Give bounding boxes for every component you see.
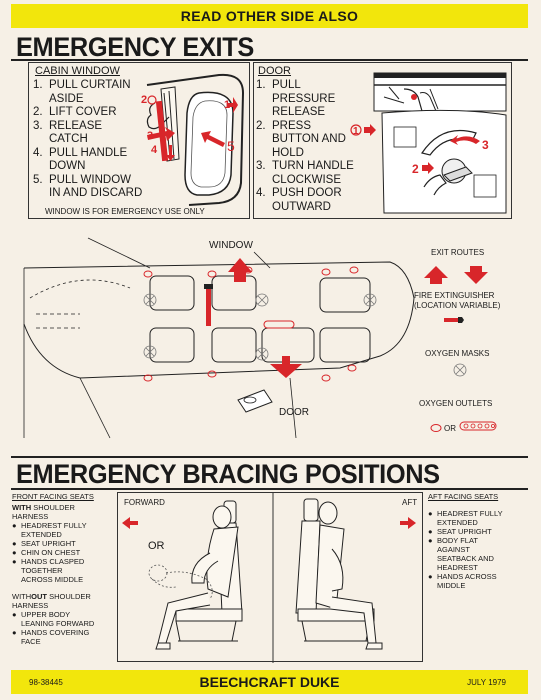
without-harness-label-2: HARNESS — [12, 601, 49, 610]
bullet-item: ●HANDS COVERING — [12, 628, 90, 637]
svg-text:2: 2 — [412, 162, 419, 176]
divider — [11, 59, 528, 61]
door-step-line: PRESSURE — [272, 92, 336, 105]
cabin-window-step-line: DOWN — [49, 160, 86, 172]
banner-text: READ OTHER SIDE ALSO — [180, 8, 359, 24]
window-label: WINDOW — [209, 240, 253, 251]
bracing-illustration: FORWARD OR AFT — [122, 493, 417, 663]
callout-3: 3 — [147, 130, 153, 142]
bullet-item: ●HEADREST FULLY — [12, 521, 87, 530]
cabin-window-step-line: IN AND DISCARD — [49, 187, 143, 199]
or-label: OR — [148, 540, 165, 552]
emergency-exits-heading: EMERGENCY EXITS — [16, 32, 254, 62]
door-step-line: RELEASE — [272, 106, 326, 118]
window-note: WINDOW IS FOR EMERGENCY USE ONLY — [45, 207, 205, 216]
divider — [11, 488, 528, 490]
aft-label: AFT — [402, 498, 417, 507]
door-step-line: 1.PULL — [256, 79, 301, 91]
cabin-window-step-line: 3.RELEASE — [33, 119, 103, 132]
top-banner: READ OTHER SIDE ALSO — [11, 4, 528, 28]
svg-text:1: 1 — [353, 126, 359, 137]
door-step-line: 2.PRESS — [256, 119, 311, 132]
front-facing-title: FRONT FACING SEATS — [12, 492, 94, 501]
cabin-window-step-line: 5.PULL WINDOW — [33, 173, 131, 186]
model-name: BEECHCRAFT DUKE — [199, 674, 340, 690]
bracing-illustration-frame: FORWARD OR AFT — [117, 492, 423, 663]
bullet-item: LEANING FORWARD — [21, 619, 95, 628]
bullet-item: HEADREST — [437, 563, 478, 572]
cabin-window-title: CABIN WINDOW — [35, 65, 120, 77]
door-step-line: OUTWARD — [272, 200, 331, 213]
bullet-item: SEATBACK AND — [437, 554, 494, 563]
bullet-item: ●UPPER BODY — [12, 610, 71, 619]
bracing-heading: EMERGENCY BRACING POSITIONS — [16, 459, 440, 489]
cabin-window-illustration: 2 3 4 1 5 — [141, 73, 245, 206]
legend-oxygen-masks: OXYGEN MASKS — [425, 349, 489, 358]
legend-or: OR — [444, 424, 456, 433]
footer-banner: 98-38445 BEECHCRAFT DUKE JULY 1979 — [11, 670, 528, 694]
callout-4: 4 — [151, 144, 158, 156]
callout-5: 5 — [227, 138, 235, 154]
door-step-line: HOLD — [272, 146, 304, 159]
bullet-item: ●HEADREST FULLY — [428, 509, 503, 518]
cabin-window-step-line: CATCH — [49, 133, 88, 145]
door-title: DOOR — [258, 65, 291, 77]
issue-date: JULY 1979 — [467, 677, 506, 687]
aft-facing-title: AFT FACING SEATS — [428, 492, 499, 501]
bullet-item: ●BODY FLAT — [428, 536, 478, 545]
legend-oxygen-outlets: OXYGEN OUTLETS — [419, 399, 492, 408]
divider — [11, 456, 528, 458]
callout-1: 1 — [224, 99, 230, 111]
legend-fire-ext-2: (LOCATION VARIABLE) — [414, 301, 501, 310]
with-harness-label-2: HARNESS — [12, 512, 49, 521]
cabin-window-step-line: 1.PULL CURTAIN — [33, 79, 131, 91]
without-harness-label: WITHOUT SHOULDER — [12, 592, 91, 601]
part-number: 98-38445 — [29, 677, 63, 687]
door-step-line: BUTTON AND — [272, 133, 346, 145]
door-step-line: 3.TURN HANDLE — [256, 160, 354, 172]
door-illustration: 1 3 2 — [350, 72, 507, 214]
cabin-window-step-line: 2.LIFT COVER — [33, 106, 117, 118]
bullet-item: ●HANDS ACROSS — [428, 572, 497, 581]
bullet-item: ●SEAT UPRIGHT — [12, 539, 76, 548]
bullet-item: ACROSS MIDDLE — [21, 575, 84, 584]
cabin-layout-diagram: WINDOW DOOR EXIT ROUTES FIRE EXTINGUISHE… — [23, 237, 501, 439]
bullet-item: TOGETHER — [21, 566, 63, 575]
with-harness-label: WITH SHOULDER — [12, 503, 75, 512]
door-step-line: CLOCKWISE — [272, 173, 342, 186]
bullet-item: ●HANDS CLASPED — [12, 557, 85, 566]
forward-label: FORWARD — [124, 498, 165, 507]
bullet-item: EXTENDED — [437, 518, 478, 527]
door-label: DOOR — [279, 407, 309, 418]
cabin-window-step-line: ASIDE — [49, 92, 84, 105]
legend-fire-ext-1: FIRE EXTINGUISHER — [414, 291, 495, 300]
front-facing-block: FRONT FACING SEATS WITH SHOULDER HARNESS… — [12, 492, 120, 646]
bullet-item: FACE — [21, 637, 41, 646]
door-step-line: 4.PUSH DOOR — [256, 187, 342, 199]
cabin-window-step-line: 4.PULL HANDLE — [33, 146, 128, 159]
bullet-item: MIDDLE — [437, 581, 466, 590]
callout-2: 2 — [141, 94, 147, 106]
bullet-item: ●CHIN ON CHEST — [12, 548, 81, 557]
bullet-item: AGAINST — [437, 545, 470, 554]
bullet-item: EXTENDED — [21, 530, 62, 539]
legend-exit-routes: EXIT ROUTES — [431, 248, 484, 257]
bullet-item: ●SEAT UPRIGHT — [428, 527, 492, 536]
svg-text:3: 3 — [482, 138, 489, 152]
